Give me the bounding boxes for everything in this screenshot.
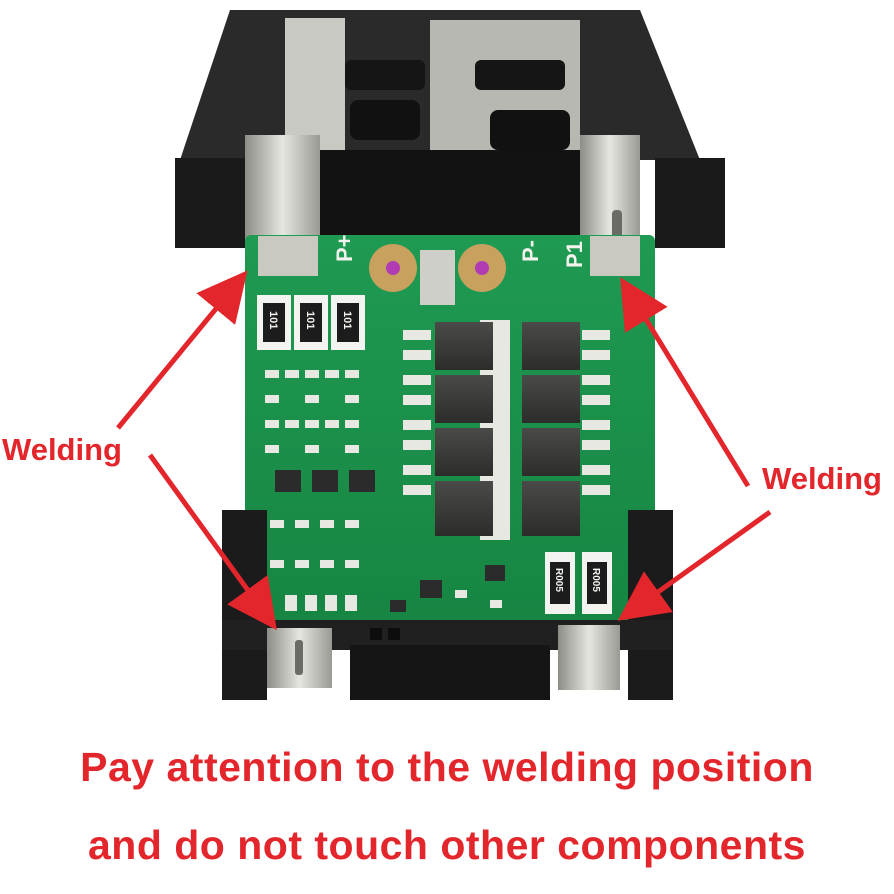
annotation-arrows (116, 270, 772, 631)
svg-text:101: 101 (267, 311, 279, 329)
mosfet-array (403, 320, 610, 540)
svg-text:R005: R005 (553, 568, 564, 592)
arrow-right-bottom (617, 509, 772, 621)
shunt-resistors: R005 R005 (545, 552, 612, 614)
welding-label-right: Welding (762, 461, 882, 496)
arrow-left-top (116, 270, 248, 430)
welding-label-left: Welding (2, 432, 122, 467)
smd-components (265, 370, 505, 612)
battery-holder-top (175, 10, 725, 285)
svg-text:R005: R005 (590, 568, 601, 592)
svg-text:P-: P- (518, 240, 543, 262)
resistor-row: 101 101 101 (257, 295, 365, 350)
arrow-right-top (620, 277, 751, 488)
svg-text:P1: P1 (562, 241, 587, 268)
svg-text:101: 101 (304, 311, 316, 329)
caption-line-1: Pay attention to the welding position (80, 744, 814, 790)
bms-circuit-board: P+ P- P1 101 101 101 (245, 234, 655, 645)
svg-text:101: 101 (341, 311, 353, 329)
arrow-left-bottom (147, 453, 277, 631)
caption-line-2: and do not touch other components (87, 822, 806, 868)
svg-text:P+: P+ (332, 234, 357, 262)
